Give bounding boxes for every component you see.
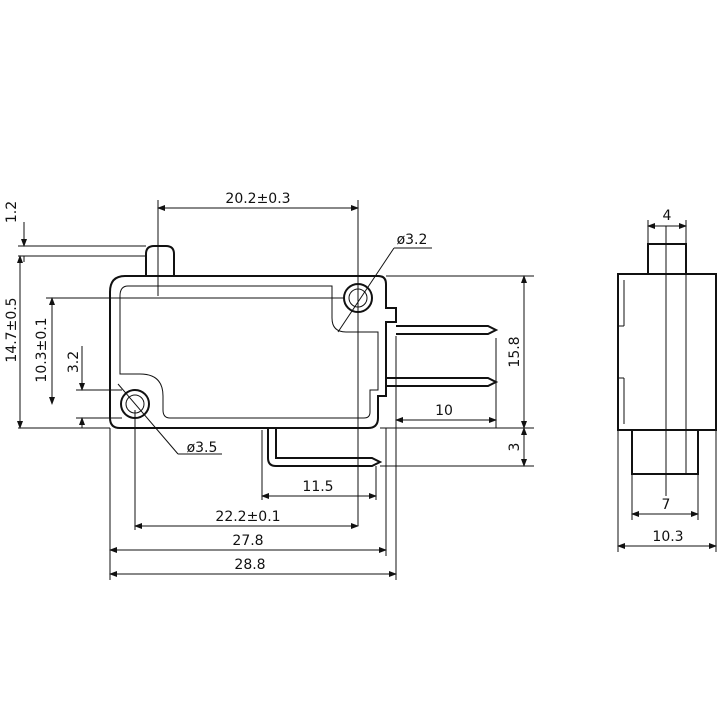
dim-7: 7 bbox=[662, 497, 671, 513]
side-plunger bbox=[647, 243, 687, 275]
terminal-upper bbox=[396, 325, 499, 335]
dim-14-7: 14.7±0.5 bbox=[4, 297, 20, 362]
housing-outline bbox=[109, 275, 397, 429]
front-view: 20.2±0.3 1.2 14.7±0.5 10.3±0.1 3.2 ø3.2 … bbox=[4, 191, 534, 580]
dim-20-2: 20.2±0.3 bbox=[225, 191, 290, 207]
dim-4: 4 bbox=[663, 208, 672, 224]
dim-dia-3-2: ø3.2 bbox=[397, 232, 428, 248]
dim-27-8: 27.8 bbox=[232, 533, 263, 549]
dim-3: 3 bbox=[507, 443, 523, 452]
actuator-plunger bbox=[145, 245, 175, 276]
dim-dia-3-5: ø3.5 bbox=[187, 440, 218, 456]
dim-22-2: 22.2±0.1 bbox=[215, 509, 280, 525]
housing-inner-outline bbox=[119, 285, 379, 419]
terminal-bottom bbox=[267, 428, 383, 467]
dim-10-3: 10.3±0.1 bbox=[34, 317, 50, 382]
dim-11-5: 11.5 bbox=[302, 479, 333, 495]
dim-28-8: 28.8 bbox=[234, 557, 265, 573]
dim-15-8: 15.8 bbox=[507, 336, 523, 367]
dim-1-2: 1.2 bbox=[4, 201, 20, 223]
dim-10-3-width: 10.3 bbox=[652, 529, 683, 545]
side-body bbox=[617, 273, 717, 431]
terminal-lower bbox=[386, 377, 499, 387]
dim-10: 10 bbox=[435, 403, 453, 419]
dim-3-2-height: 3.2 bbox=[66, 351, 82, 373]
side-view: 4 7 10.3 bbox=[617, 208, 717, 552]
side-terminal bbox=[631, 429, 699, 475]
